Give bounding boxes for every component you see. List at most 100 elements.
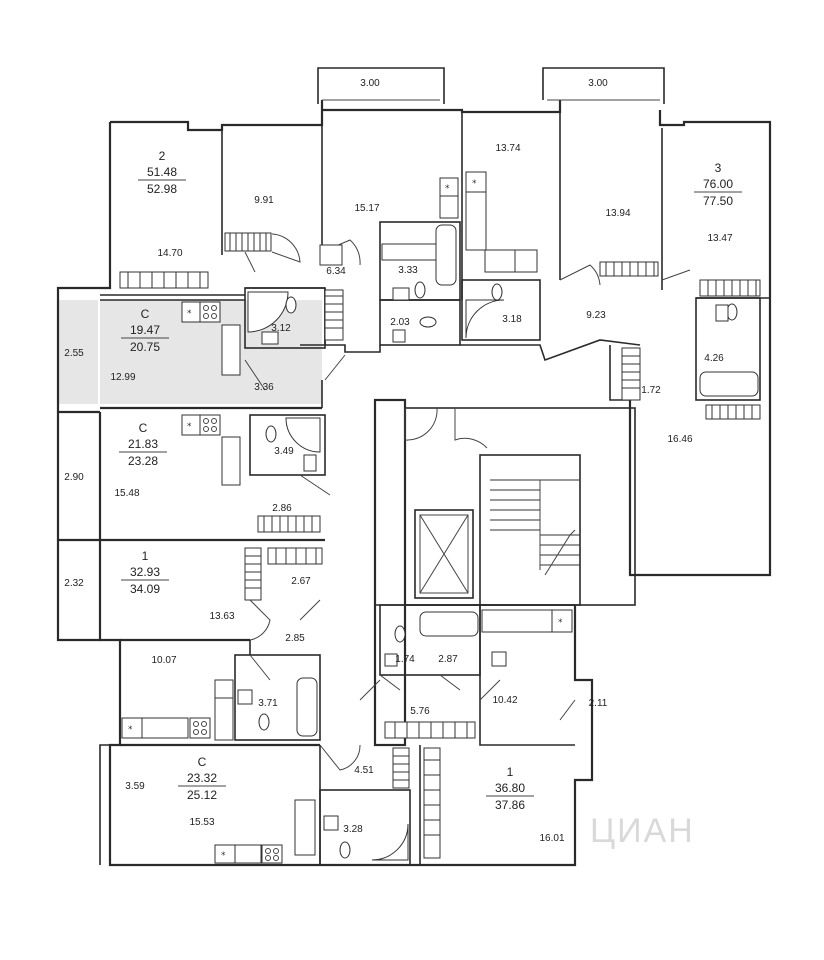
room-area: 9.91 — [254, 195, 274, 206]
bathtub-icon — [296, 677, 318, 737]
room-area: 10.42 — [492, 695, 517, 706]
stove-icon — [514, 249, 538, 273]
apartment-living-area: 23.32 — [187, 771, 217, 785]
apartment-living-area: 19.47 — [130, 323, 160, 337]
watermark: ЦИАН — [590, 812, 695, 850]
apartment-total-area: 52.98 — [147, 182, 177, 196]
shower-icon — [247, 291, 289, 333]
apartment-living-area: 21.83 — [128, 437, 158, 451]
toilet-icon — [258, 713, 270, 731]
shower-icon — [285, 417, 321, 453]
apartment-total-area: 77.50 — [703, 194, 733, 208]
apartment-total-area: 25.12 — [187, 788, 217, 802]
room-area: 13.63 — [209, 611, 234, 622]
room-area: 13.94 — [605, 208, 630, 219]
room-area: 3.12 — [271, 323, 291, 334]
doors — [244, 233, 691, 771]
asterisk-icon: * — [187, 309, 192, 319]
room-area: 15.17 — [354, 203, 379, 214]
room-area: 13.47 — [707, 233, 732, 244]
sink-icon — [392, 329, 406, 343]
room-area: 3.00 — [588, 78, 608, 89]
room-area: 3.00 — [360, 78, 380, 89]
apartment-type: С — [198, 755, 207, 769]
room-area: 15.48 — [114, 488, 139, 499]
room-area: 16.01 — [539, 833, 564, 844]
toilet-icon — [339, 841, 351, 859]
asterisk-icon: * — [558, 618, 563, 628]
shower-icon — [371, 823, 409, 861]
apartment-living-area: 76.00 — [703, 177, 733, 191]
room-area: 2.03 — [390, 317, 410, 328]
apartment-living-area: 32.93 — [130, 565, 160, 579]
room-area: 9.23 — [586, 310, 606, 321]
windows — [119, 232, 761, 859]
room-area: 1.74 — [395, 654, 415, 665]
asterisk-markers: * * * * * * * — [121, 171, 573, 864]
stove-icon — [261, 844, 283, 864]
room-area: 4.51 — [354, 765, 374, 776]
apartment-type: С — [139, 421, 148, 435]
room-area: 1.72 — [641, 385, 661, 396]
bathtub-icon — [419, 611, 479, 637]
toilet-icon — [414, 281, 426, 299]
room-area: 2.32 — [64, 578, 84, 589]
toilet-icon — [285, 296, 297, 314]
room-area: 4.26 — [704, 353, 724, 364]
room-area: 3.71 — [258, 698, 278, 709]
apartment-labels: 2 51.48 52.98 3 76.00 77.50 С 19.47 20.7… — [119, 149, 742, 812]
apartment-type: С — [141, 307, 150, 321]
room-area: 3.18 — [502, 314, 522, 325]
apartment-type: 1 — [507, 765, 514, 779]
sink-icon — [323, 815, 339, 831]
apartment-type: 2 — [159, 149, 166, 163]
sink-icon — [303, 454, 317, 472]
apartment-total-area: 37.86 — [495, 798, 525, 812]
sink-icon — [261, 331, 279, 345]
sink-icon — [392, 287, 410, 301]
room-area: 2.85 — [285, 633, 305, 644]
asterisk-icon: * — [128, 725, 133, 735]
highlighted-loggia-area — [58, 300, 98, 404]
asterisk-icon: * — [187, 422, 192, 432]
stove-icon — [199, 301, 221, 323]
toilet-icon — [394, 625, 406, 643]
room-area: 2.67 — [291, 576, 311, 587]
bathtub-icon — [435, 224, 457, 286]
apartment-type: 3 — [715, 161, 722, 175]
exterior-walls — [56, 67, 772, 867]
room-area: 16.46 — [667, 434, 692, 445]
apartment-type: 1 — [142, 549, 149, 563]
stair-treads — [490, 479, 580, 576]
asterisk-icon: * — [472, 179, 477, 189]
toilet-icon — [491, 283, 503, 301]
room-area: 13.74 — [495, 143, 520, 154]
room-area: 3.28 — [343, 824, 363, 835]
apartment-total-area: 34.09 — [130, 582, 160, 596]
room-area: 2.86 — [272, 503, 292, 514]
stove-icon — [439, 195, 459, 219]
shower-icon — [465, 299, 505, 339]
fixtures — [121, 171, 759, 864]
apartment-living-area: 51.48 — [147, 165, 177, 179]
interior-walls — [100, 112, 770, 866]
room-area: 5.76 — [410, 706, 430, 717]
sink-icon — [384, 653, 398, 667]
room-area: 3.36 — [254, 382, 274, 393]
asterisk-icon: * — [221, 851, 226, 861]
sink-icon — [715, 304, 729, 322]
room-area: 15.53 — [189, 817, 214, 828]
room-area: 3.59 — [125, 781, 145, 792]
apartment-total-area: 23.28 — [128, 454, 158, 468]
room-area: 6.34 — [326, 266, 346, 277]
room-area: 2.11 — [589, 698, 608, 709]
room-area: 2.87 — [438, 654, 458, 665]
stove-icon — [199, 414, 221, 436]
sink-icon — [491, 651, 507, 667]
asterisk-icon: * — [445, 184, 450, 194]
sink-icon — [237, 689, 253, 705]
toilet-icon — [419, 316, 437, 328]
room-area: 12.99 — [110, 372, 135, 383]
room-area: 3.49 — [274, 446, 294, 457]
